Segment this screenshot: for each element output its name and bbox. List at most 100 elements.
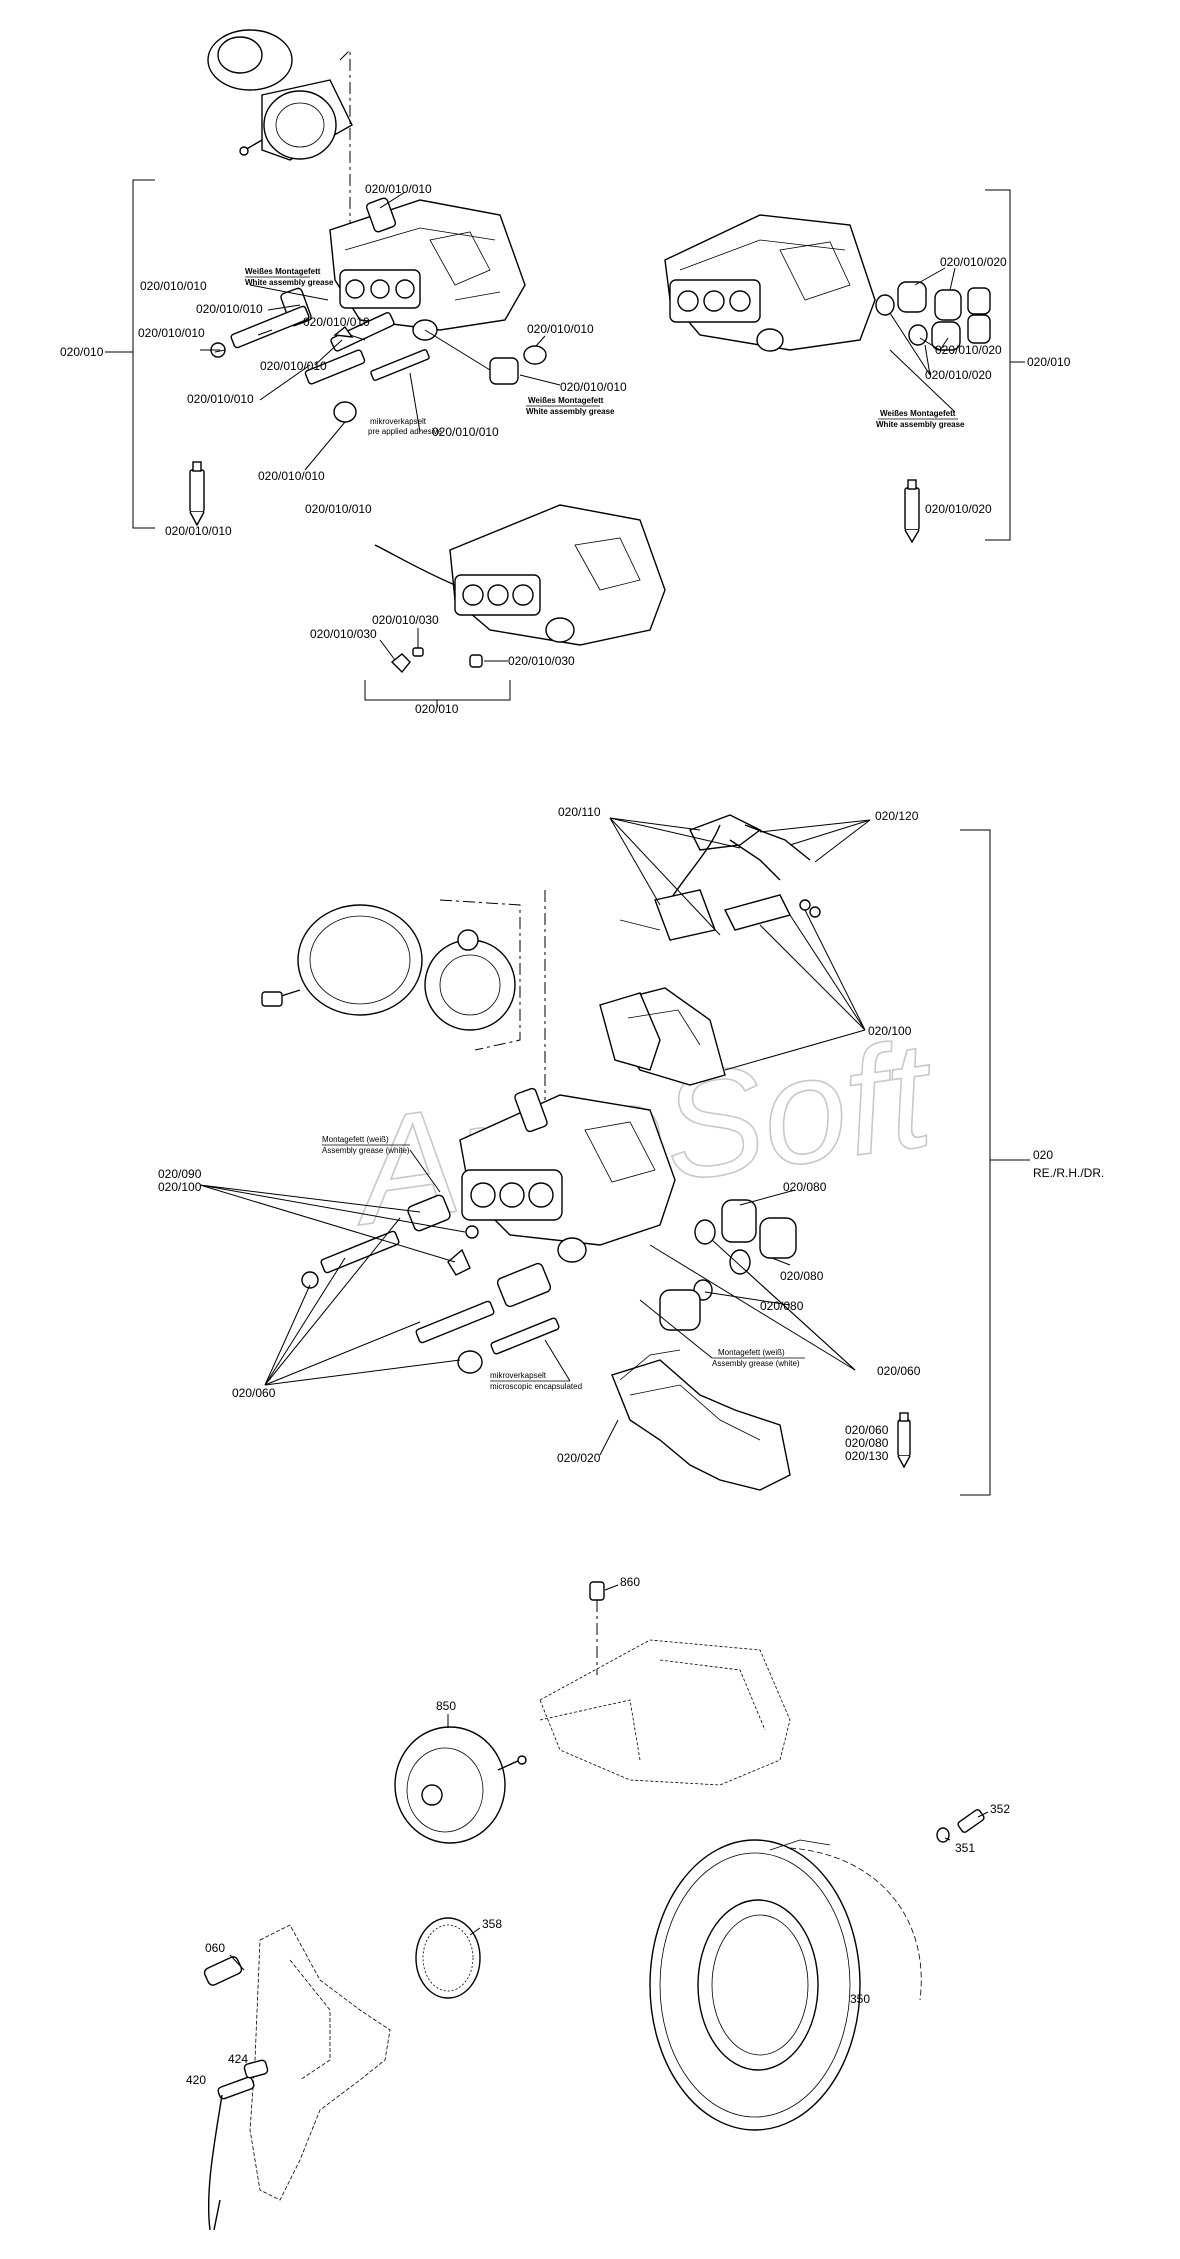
part-label-420: 420 [186,2073,206,2087]
part-label-850: 850 [436,1699,456,1713]
part-label-b2: 020/010/020 [935,343,1002,357]
group-label-a: 020/010 [60,345,104,359]
part-label-d-060b: 020/060 [877,1364,921,1378]
note-micro-de-d: mikroverkapselt [490,1371,547,1380]
caliper-carrier-d [611,1349,791,1491]
note-micro-en-d: microscopic encapsulated [490,1382,582,1391]
group-d-caliper-assembly: 020/110 020/120 020/100 020/090 020/100 … [158,805,1104,1496]
part-label-c1: 020/010/030 [372,613,439,627]
part-label-b4: 020/010/020 [925,502,992,516]
part-label-d-100: 020/100 [868,1024,912,1038]
bolt-352 [957,1809,985,1833]
part-label-d-090: 020/090 [158,1167,202,1181]
grease-tube-a [189,461,205,527]
part-label-060: 060 [205,1941,225,1955]
wear-sensor-harness [619,814,821,941]
group-b-seal-kit: 020/010/020 020/010/020 020/010/020 020/… [664,189,1071,544]
part-label-b1: 020/010/020 [940,255,1007,269]
grease-tube-d [897,1412,911,1469]
bracket-d [960,829,991,1496]
note-grease-de-d2: Montagefett (weiß) [718,1348,785,1357]
bolt-060 [203,1954,245,1986]
steering-knuckle-e [249,1924,391,2201]
part-label-d-080c: 020/080 [760,1299,804,1313]
note-grease-de-b: Weißes Montagefett [880,409,956,418]
note-micro-en-a: pre applied adhesive [368,427,442,436]
caliper-body-d [459,1087,676,1263]
part-label-d-080a: 020/080 [783,1180,827,1194]
group-label-b: 020/010 [1027,355,1071,369]
note-micro-de-a: mikroverkapselt [370,417,427,426]
group-label-d-side: RE./R.H./DR. [1033,1166,1104,1180]
part-label-a2: 020/010/010 [140,279,207,293]
part-label-860: 860 [620,1575,640,1589]
caliper-outline-e [539,1639,791,1786]
pins-and-bushes-d [301,1194,560,1374]
part-label-d-080b: 020/080 [780,1269,824,1283]
group-label-d: 020 [1033,1148,1053,1162]
leaders-b [889,267,956,413]
bush-424 [243,2059,269,2079]
part-label-424: 424 [228,2052,248,2066]
leaders-c [379,628,508,662]
group-label-c: 020/010 [415,702,459,716]
grease-tube-b [904,479,920,544]
part-label-a10: 020/010/010 [305,502,372,516]
pins-and-bushes-a [210,197,547,423]
part-label-d-110: 020/110 [558,805,601,819]
tone-ring-358 [415,1917,481,1999]
part-label-a11: 020/010/010 [527,322,594,336]
part-label-a13: 020/010/010 [165,524,232,538]
brake-disc-350 [649,1839,922,2131]
note-grease-en-d2: Assembly grease (white) [712,1359,800,1368]
part-label-d-t2: 020/080 [845,1436,889,1450]
part-label-d-t3: 020/130 [845,1449,889,1463]
note-grease-de-a2: Weißes Montagefett [528,396,604,405]
group-c-cap-kit: 020/010/030 020/010/030 020/010/030 020/… [310,504,666,716]
part-label-d-100b: 020/100 [158,1180,202,1194]
part-label-a3: 020/010/010 [196,302,263,316]
bracket-c [364,680,511,701]
note-grease-en-d1: Assembly grease (white) [322,1146,410,1155]
brake-chamber-850 [394,1714,527,1844]
bracket-b [985,189,1011,541]
bracket-a [132,179,155,529]
part-label-a6: 020/010/010 [260,359,327,373]
note-grease-en-a1: White assembly grease [245,278,334,287]
part-label-d-020: 020/020 [557,1451,601,1465]
leaders-d [199,817,871,1456]
caliper-body-b [664,214,876,352]
part-label-b3: 020/010/020 [925,368,992,382]
part-label-350: 350 [850,1992,870,2006]
caliper-body-a [329,199,526,331]
seals-d [659,1199,797,1331]
part-label-352: 352 [990,1802,1010,1816]
part-label-c3: 020/010/030 [508,654,575,668]
note-grease-de-a1: Weißes Montagefett [245,267,321,276]
plug-860 [589,1581,619,1675]
part-label-351: 351 [955,1841,975,1855]
part-label-c2: 020/010/030 [310,627,377,641]
sensor-420 [207,2076,255,2231]
note-grease-en-b: White assembly grease [876,420,965,429]
brake-chamber-a [207,29,353,250]
leaders-a [200,191,561,471]
part-label-358: 358 [482,1917,502,1931]
group-e-wheel-end: 860 850 352 351 358 350 060 424 420 [186,1575,1010,2231]
part-label-a12: 020/010/010 [560,380,627,394]
brake-pads-d [599,987,726,1086]
part-label-d-t1: 020/060 [845,1423,889,1437]
caliper-body-c [374,504,666,646]
part-label-a8: 020/010/010 [432,425,499,439]
part-label-d-060a: 020/060 [232,1386,276,1400]
note-grease-en-a2: White assembly grease [526,407,615,416]
seals-b [875,281,991,351]
part-label-a9: 020/010/010 [258,469,325,483]
caps-c [390,647,483,674]
washer-351 [936,1827,950,1843]
part-label-d-120: 020/120 [875,809,919,823]
part-label-a7: 020/010/010 [187,392,254,406]
part-label-a5: 020/010/010 [303,315,370,329]
note-grease-de-d1: Montagefett (weiß) [322,1135,389,1144]
